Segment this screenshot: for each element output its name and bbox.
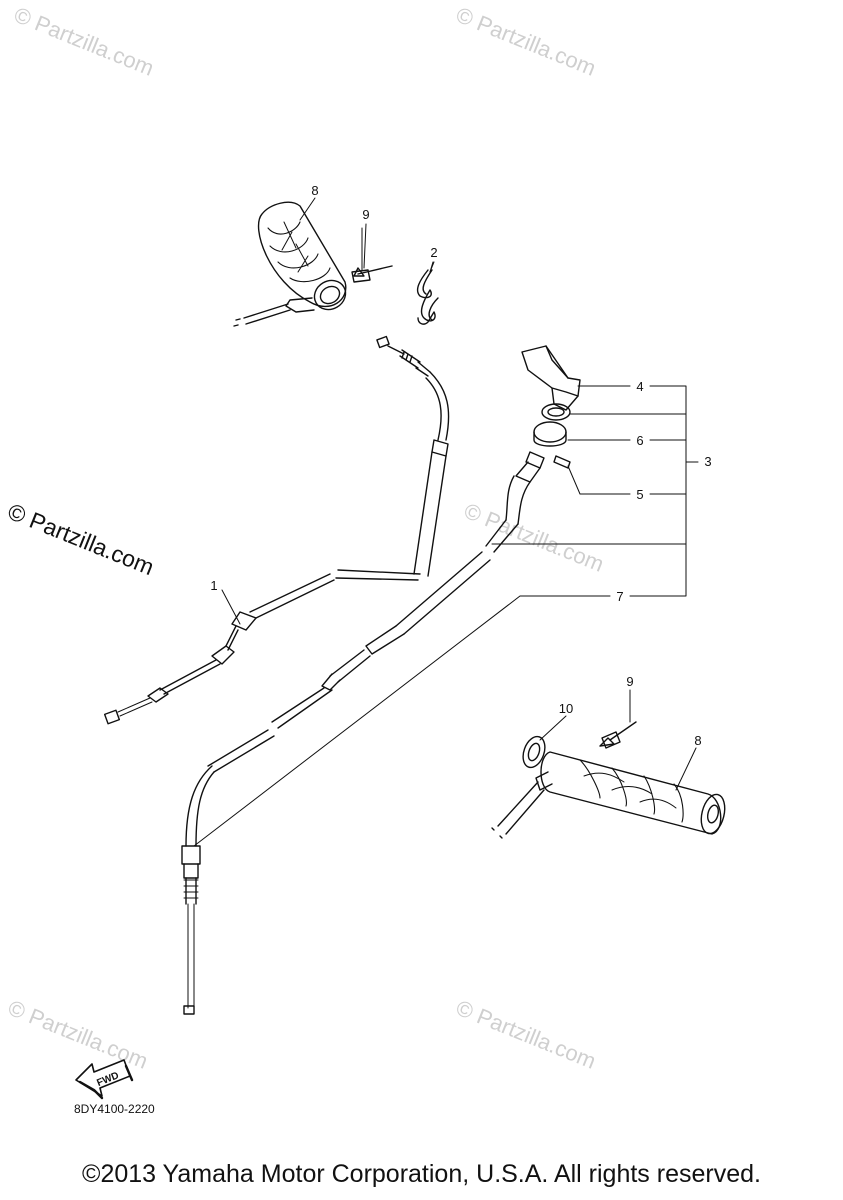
screw-top: [351, 227, 393, 283]
fwd-arrow-icon: FWD: [75, 1059, 134, 1100]
callout-2: 2: [430, 245, 437, 260]
callout-10: 10: [559, 701, 573, 716]
throttle-housing-parts: [521, 345, 581, 469]
callout-3: 3: [704, 454, 711, 469]
callout-9-bottom: 9: [626, 674, 633, 689]
left-grip: [233, 201, 347, 327]
clip: [416, 261, 439, 325]
copyright-notice: ©2013 Yamaha Motor Corporation, U.S.A. A…: [82, 1160, 761, 1188]
diagram-part-code: 8DY4100-2220: [74, 1102, 155, 1116]
callout-4: 4: [636, 379, 643, 394]
right-grip: [491, 751, 726, 839]
leader-lines: [193, 197, 699, 847]
ring: [522, 735, 546, 769]
callout-8-bottom: 8: [694, 733, 701, 748]
callout-numbers: 1 2 3 4 5 6 7 8 8 9 9 10: [210, 183, 711, 748]
callout-1: 1: [210, 578, 217, 593]
callout-7: 7: [616, 589, 623, 604]
callout-8-top: 8: [311, 183, 318, 198]
callout-6: 6: [636, 433, 643, 448]
callout-9-top: 9: [362, 207, 369, 222]
cable-7: [181, 451, 545, 1015]
screw-bottom: [599, 721, 637, 749]
callout-5: 5: [636, 487, 643, 502]
cable-1: [103, 335, 450, 725]
